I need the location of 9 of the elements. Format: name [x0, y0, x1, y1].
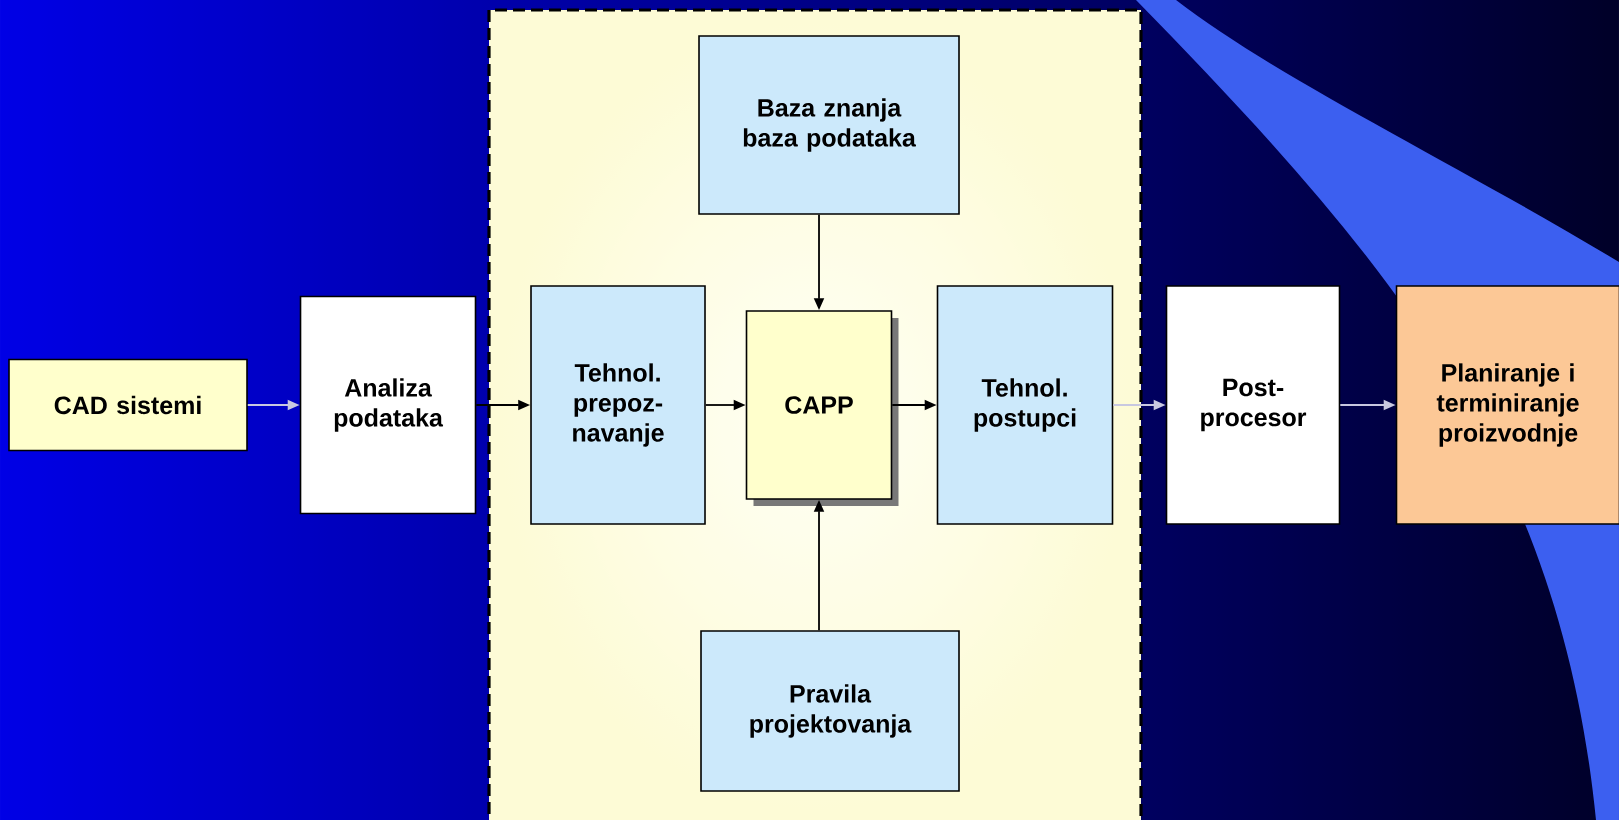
process-box: Pravila projektovanja: [700, 630, 960, 792]
process-box: Baza znanja baza podataka: [698, 35, 960, 215]
process-box: Analiza podataka: [299, 295, 477, 515]
process-box: CAD sistemi: [8, 358, 248, 452]
process-box: CAPP: [745, 310, 899, 506]
process-box: Planiranje i terminiranje proizvodnje: [1395, 285, 1619, 525]
process-box: Post-procesor: [1165, 285, 1341, 525]
process-box: Tehnol. postupci: [936, 285, 1114, 525]
process-box: Tehnol. prepoz-navanje: [530, 285, 706, 525]
